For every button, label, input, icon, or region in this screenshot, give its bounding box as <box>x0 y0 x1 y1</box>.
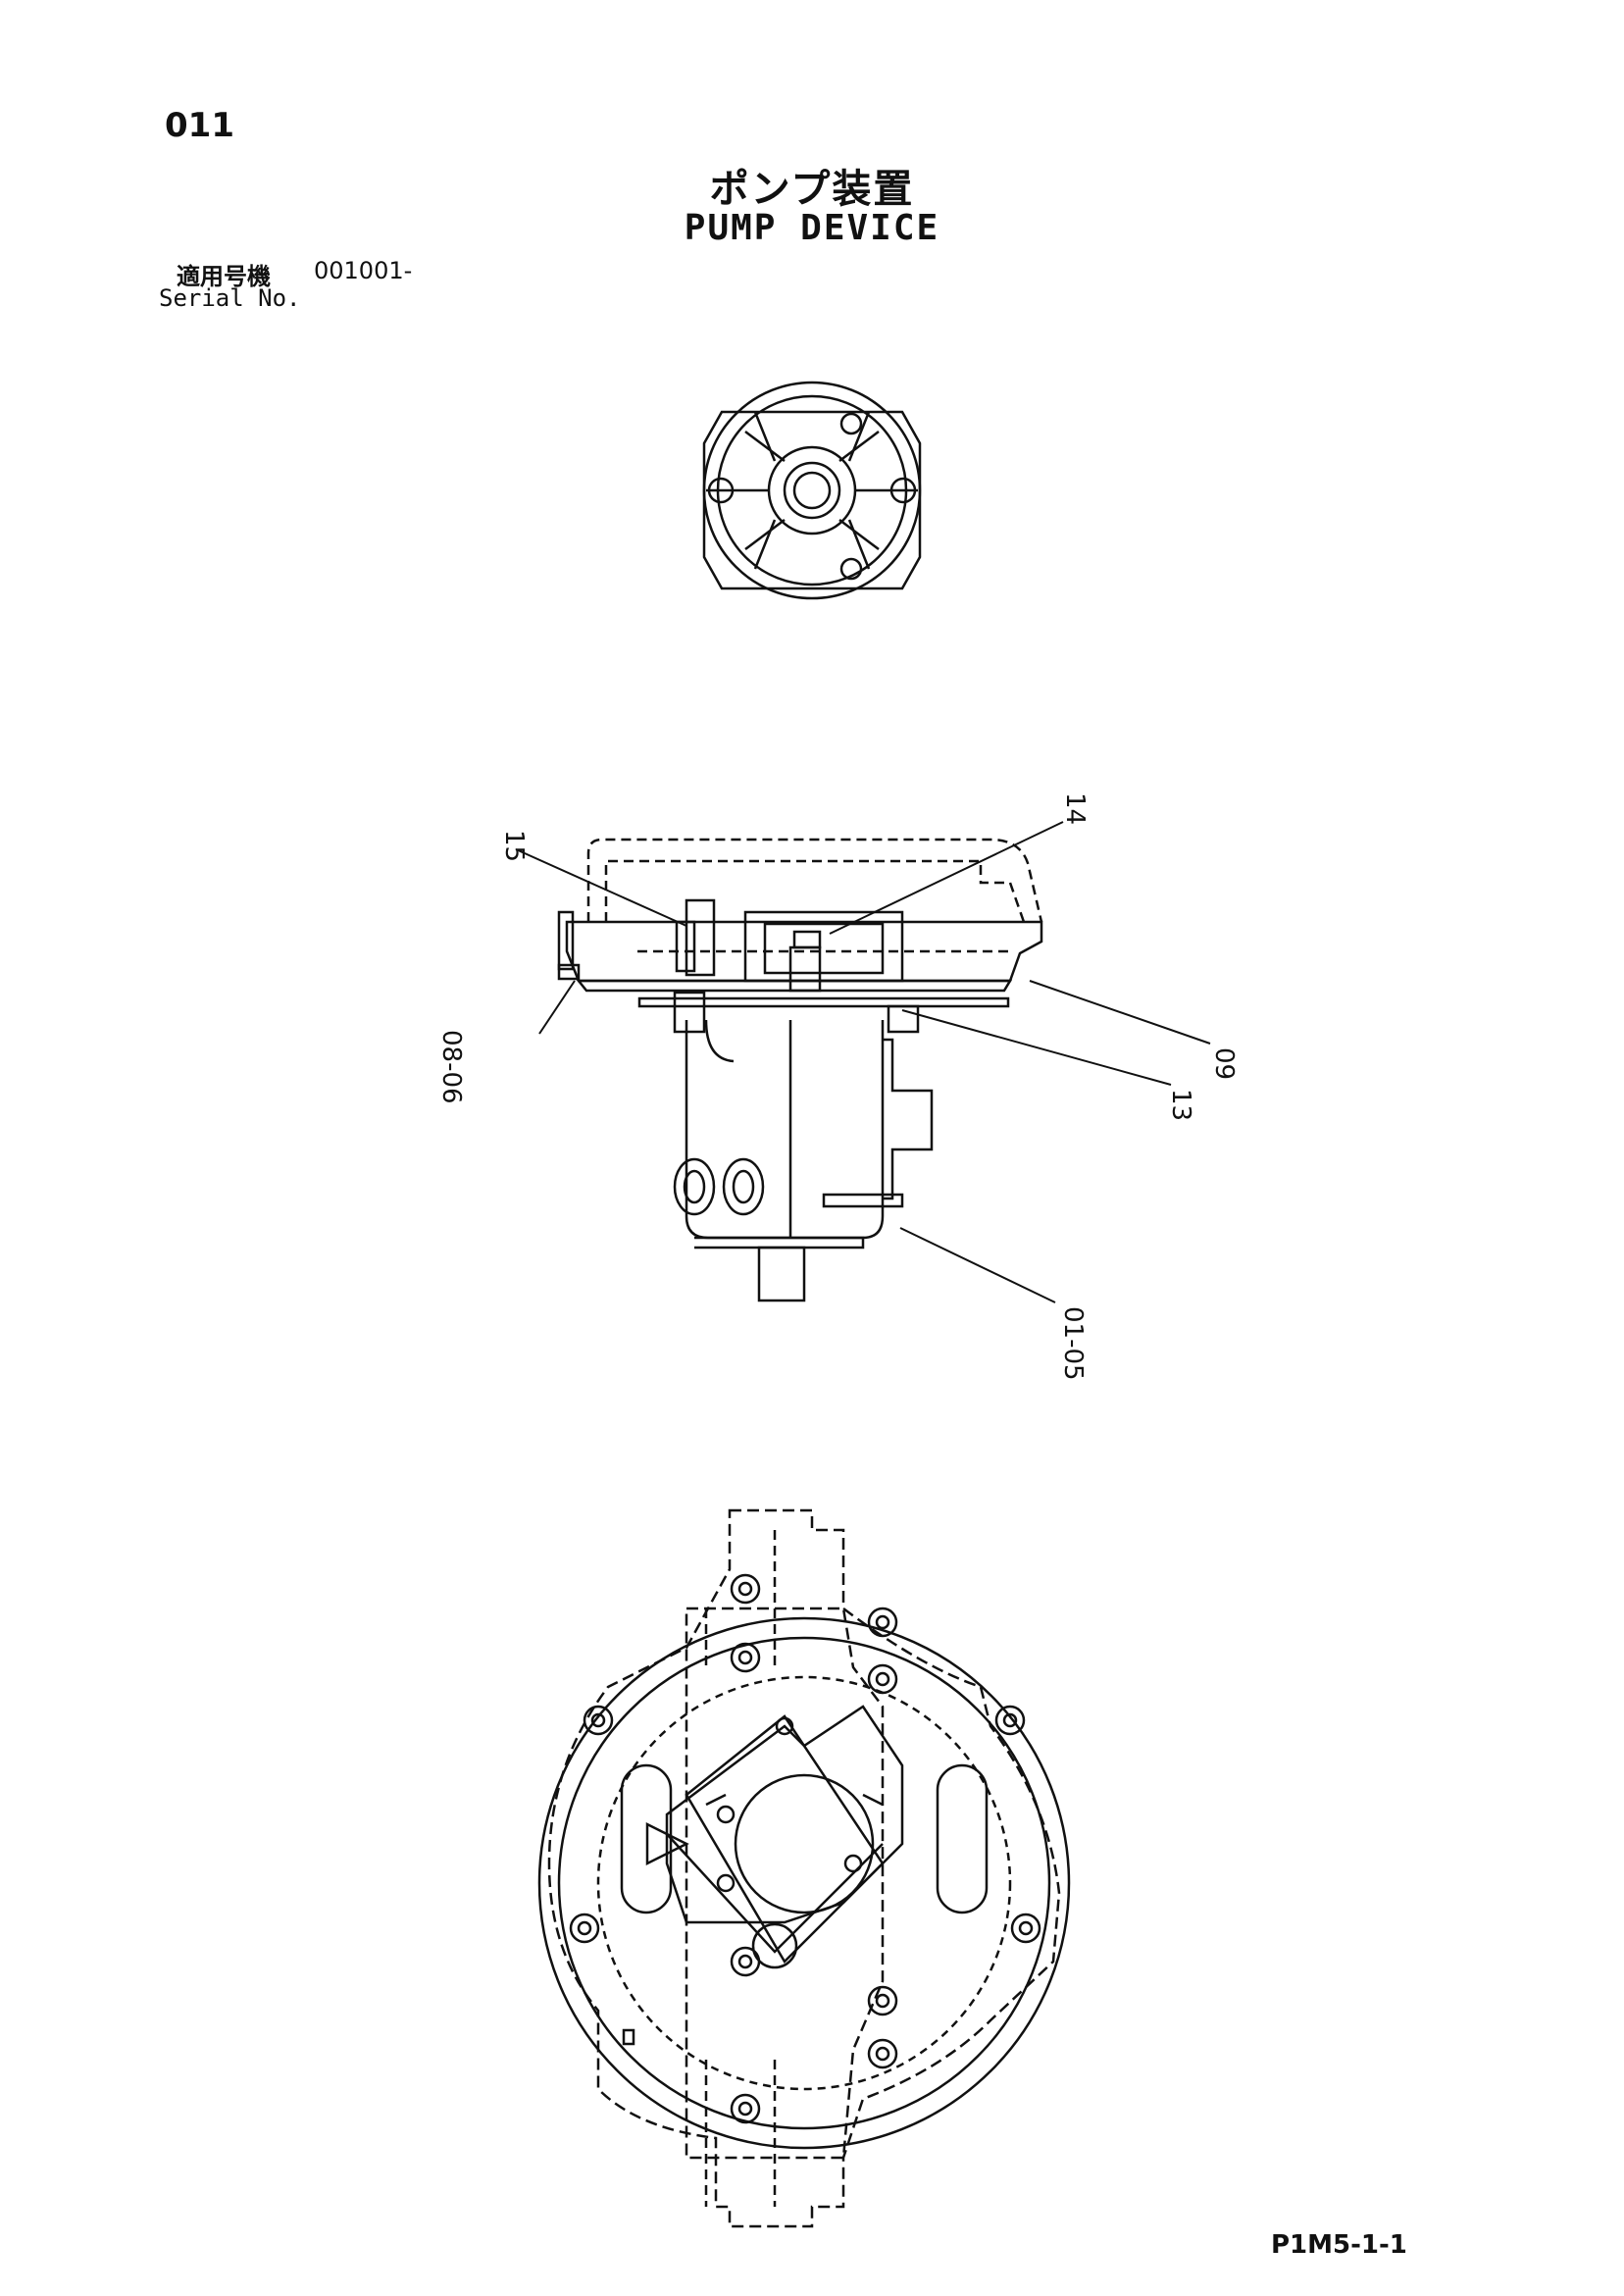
serial-label-japanese: 適用号機 <box>177 263 271 290</box>
callout-09: 09 <box>1209 1047 1239 1080</box>
serial-value: 001001- <box>314 257 413 284</box>
callout-13: 13 <box>1166 1089 1195 1121</box>
bottom-view-drawing <box>537 1508 1071 2228</box>
callout-08-06: 08-06 <box>436 1030 466 1104</box>
callout-01-05: 01-05 <box>1058 1306 1088 1381</box>
serial-label-english: Serial No. <box>159 284 301 312</box>
title-english: PUMP DEVICE <box>684 208 940 248</box>
side-view-drawing <box>515 821 1211 1303</box>
callout-15: 15 <box>499 830 529 862</box>
top-view-drawing <box>702 381 922 600</box>
callout-14: 14 <box>1060 792 1090 825</box>
sheet-code: P1M5-1-1 <box>1271 2230 1407 2260</box>
page-number: 011 <box>165 106 234 145</box>
title-japanese: ポンプ装置 <box>709 167 915 212</box>
